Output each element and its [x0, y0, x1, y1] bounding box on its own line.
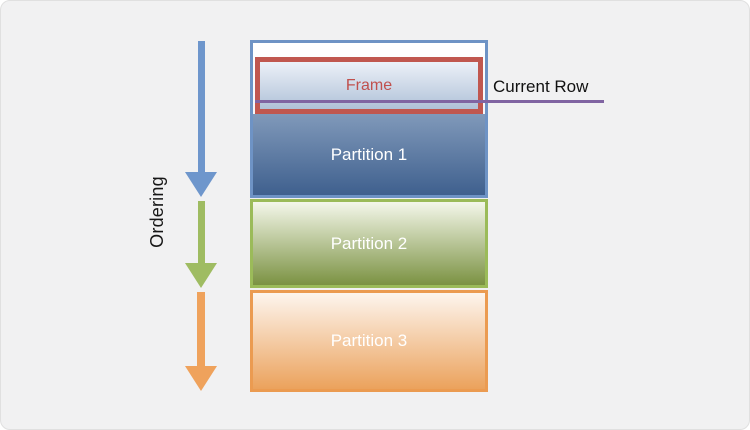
- frame-label: Frame: [345, 76, 393, 94]
- arrow-down-icon: [185, 263, 217, 288]
- partition-1-body: Partition 1: [253, 114, 485, 195]
- partition-3-box: Partition 3: [250, 290, 488, 392]
- ordering-label: Ordering: [147, 176, 167, 248]
- current-row-line: [255, 100, 604, 103]
- arrow-shaft: [197, 41, 205, 172]
- arrow-down-icon: [185, 366, 217, 391]
- ordering-arrow-blue: [185, 41, 217, 197]
- frame-box: Frame: [255, 57, 483, 114]
- partition-1-top-strip: [253, 43, 485, 57]
- partition-label: Partition 2: [330, 233, 408, 253]
- ordering-arrow-green: [185, 201, 217, 288]
- arrow-shaft: [197, 201, 205, 263]
- partition-label: Partition 1: [330, 144, 408, 164]
- partition-1-box: Frame Partition 1: [250, 40, 488, 198]
- current-row-label: Current Row: [493, 77, 589, 96]
- arrow-down-icon: [185, 172, 217, 197]
- partition-label: Partition 3: [330, 331, 408, 350]
- ordering-arrow-orange: [185, 292, 217, 391]
- partition-2-box: Partition 2: [250, 199, 488, 288]
- arrow-shaft: [197, 292, 205, 366]
